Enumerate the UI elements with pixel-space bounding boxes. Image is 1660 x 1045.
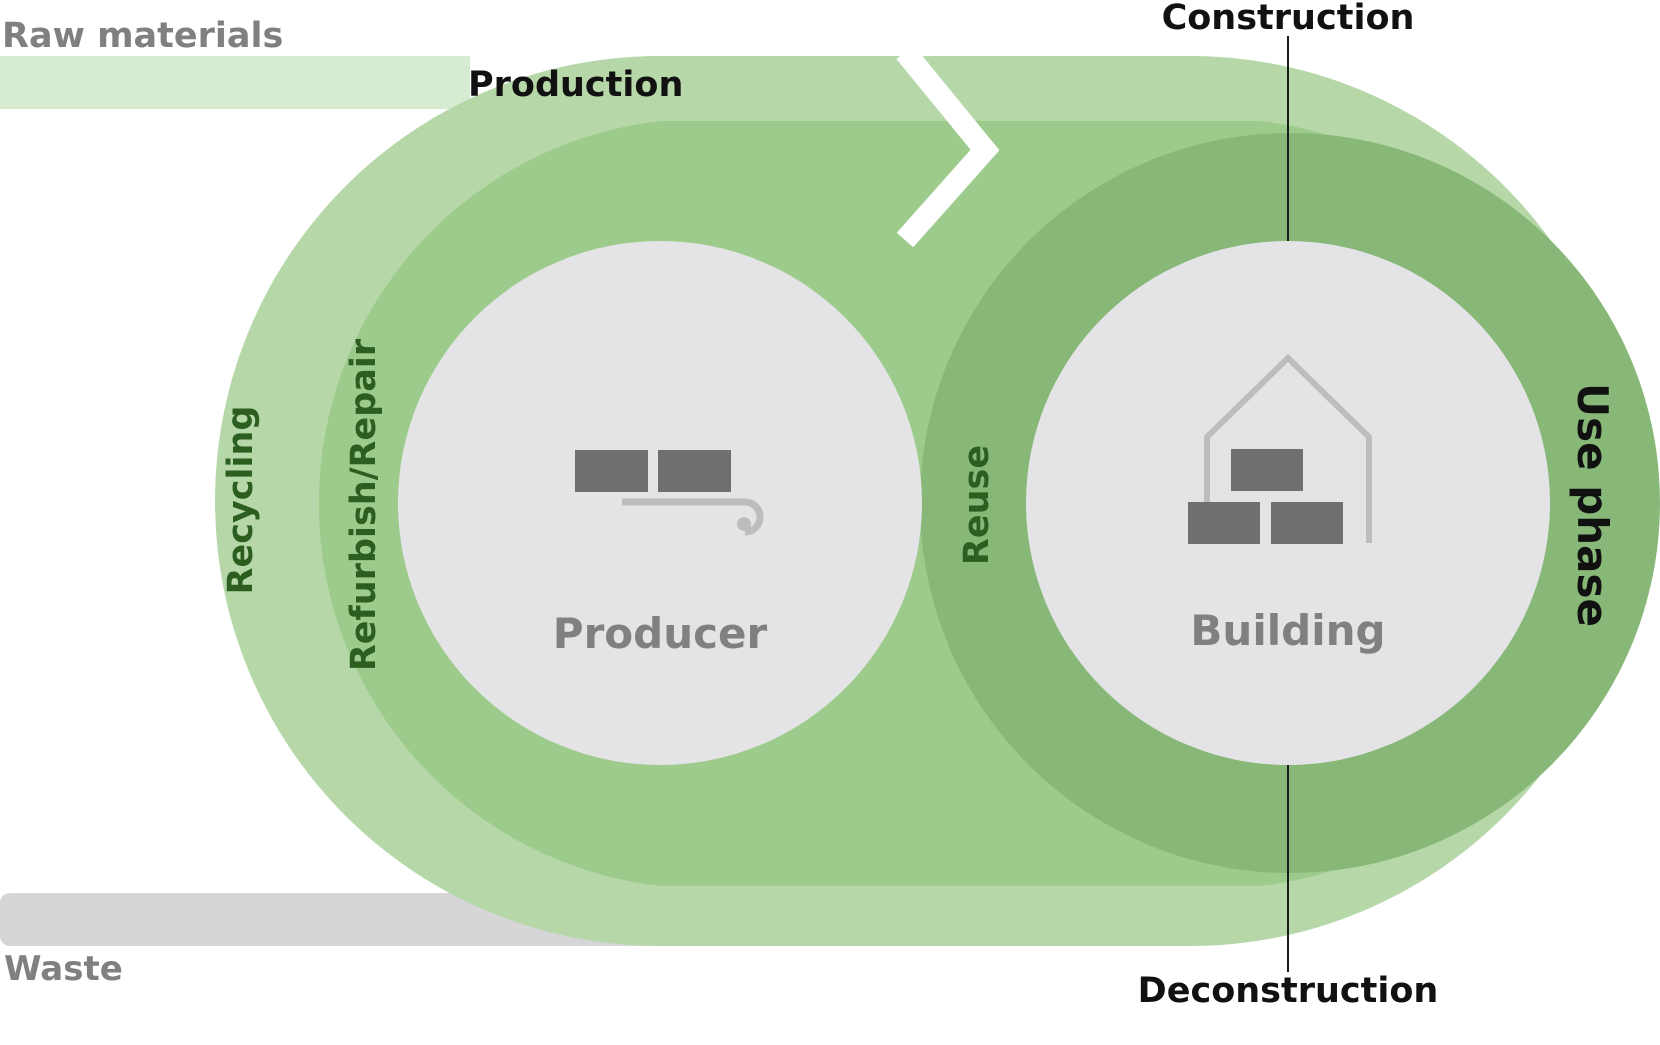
- building-label: Building: [1190, 606, 1385, 655]
- conveyor-with-boxes-icon: [575, 450, 764, 536]
- use-phase-label: Use phase: [1568, 383, 1617, 627]
- construction-label: Construction: [1162, 0, 1415, 38]
- house-with-boxes-icon: [1188, 353, 1372, 544]
- raw-materials-label: Raw materials: [2, 16, 283, 56]
- refurbish-repair-label: Refurbish/Repair: [344, 338, 384, 671]
- production-arrow-icon: [896, 45, 1000, 248]
- raw-materials-band: [0, 56, 470, 109]
- producer-label: Producer: [553, 609, 768, 658]
- production-label: Production: [468, 65, 683, 105]
- waste-label: Waste: [4, 949, 123, 989]
- reuse-label: Reuse: [957, 445, 997, 565]
- recycling-label: Recycling: [221, 406, 261, 595]
- deconstruction-label: Deconstruction: [1138, 971, 1439, 1011]
